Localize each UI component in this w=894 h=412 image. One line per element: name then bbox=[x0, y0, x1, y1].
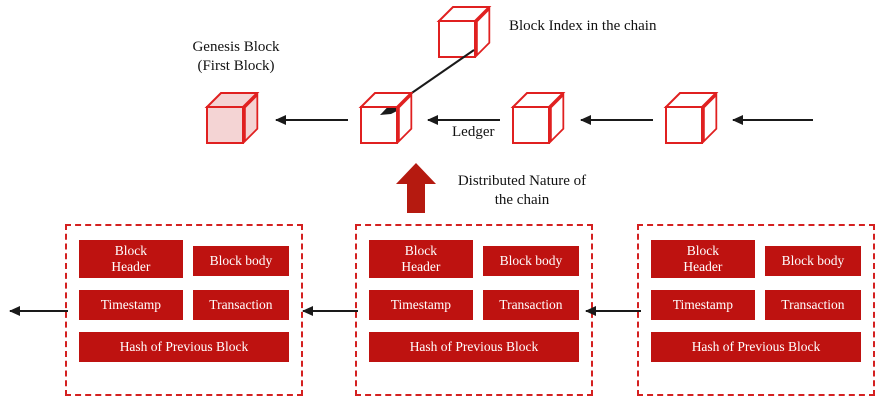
panel-arrow-out-left bbox=[9, 306, 68, 316]
cube-side-face bbox=[244, 92, 259, 144]
block-header-chip: Block Header bbox=[79, 240, 183, 278]
transaction-chip: Transaction bbox=[482, 290, 579, 320]
hash-of-previous-block-chip: Hash of Previous Block bbox=[369, 332, 579, 362]
block-body-chip: Block body bbox=[482, 246, 579, 276]
transaction-chip: Transaction bbox=[764, 290, 861, 320]
cube-front-face bbox=[206, 106, 244, 144]
panel-row-1: Block Header Block body bbox=[651, 240, 861, 278]
panel-content: Block Header Block body Timestamp Transa… bbox=[357, 226, 591, 394]
panel-row-1: Block Header Block body bbox=[369, 240, 579, 278]
panel-row-2: Timestamp Transaction bbox=[369, 290, 579, 320]
block-index-label: Block Index in the chain bbox=[509, 18, 657, 34]
chain-block-2-cube bbox=[358, 92, 414, 144]
chain-block-4-cube bbox=[663, 92, 719, 144]
panel-content: Block Header Block body Timestamp Transa… bbox=[639, 226, 873, 394]
chain-arrow-3 bbox=[580, 115, 653, 125]
panel-arrow-1 bbox=[302, 306, 358, 316]
genesis-block-label: Genesis Block (First Block) bbox=[192, 39, 280, 75]
cube-front-face bbox=[512, 106, 550, 144]
ledger-label: Ledger bbox=[452, 124, 495, 140]
timestamp-chip: Timestamp bbox=[369, 290, 473, 320]
block-body-chip: Block body bbox=[764, 246, 861, 276]
distributed-nature-up-arrow bbox=[396, 163, 436, 213]
cube-front-face bbox=[438, 20, 476, 58]
chain-block-3-cube bbox=[510, 92, 566, 144]
cube-side-face bbox=[550, 92, 565, 144]
panel-row-2: Timestamp Transaction bbox=[79, 290, 289, 320]
block-detail-panel-1: Block Header Block body Timestamp Transa… bbox=[65, 224, 303, 396]
cube-front-face bbox=[360, 106, 398, 144]
block-header-chip: Block Header bbox=[369, 240, 473, 278]
cube-side-face bbox=[398, 92, 413, 144]
hash-of-previous-block-chip: Hash of Previous Block bbox=[651, 332, 861, 362]
panel-row-3: Hash of Previous Block bbox=[369, 332, 579, 362]
cube-side-face bbox=[703, 92, 718, 144]
hash-of-previous-block-chip: Hash of Previous Block bbox=[79, 332, 289, 362]
block-index-cube bbox=[436, 6, 492, 58]
transaction-chip: Transaction bbox=[192, 290, 289, 320]
distributed-nature-label: Distributed Nature of the chain bbox=[457, 173, 587, 209]
chain-arrow-1 bbox=[275, 115, 348, 125]
block-detail-panel-3: Block Header Block body Timestamp Transa… bbox=[637, 224, 875, 396]
panel-row-1: Block Header Block body bbox=[79, 240, 289, 278]
timestamp-chip: Timestamp bbox=[651, 290, 755, 320]
panel-row-2: Timestamp Transaction bbox=[651, 290, 861, 320]
cube-front-face bbox=[665, 106, 703, 144]
cube-side-face bbox=[476, 6, 491, 58]
timestamp-chip: Timestamp bbox=[79, 290, 183, 320]
panel-row-3: Hash of Previous Block bbox=[651, 332, 861, 362]
block-header-chip: Block Header bbox=[651, 240, 755, 278]
block-detail-panel-2: Block Header Block body Timestamp Transa… bbox=[355, 224, 593, 396]
block-body-chip: Block body bbox=[192, 246, 289, 276]
panel-arrow-2 bbox=[585, 306, 641, 316]
chain-arrow-4 bbox=[732, 115, 813, 125]
panel-content: Block Header Block body Timestamp Transa… bbox=[67, 226, 301, 394]
panel-row-3: Hash of Previous Block bbox=[79, 332, 289, 362]
genesis-block-cube bbox=[204, 92, 260, 144]
chain-arrow-2 bbox=[427, 115, 500, 125]
